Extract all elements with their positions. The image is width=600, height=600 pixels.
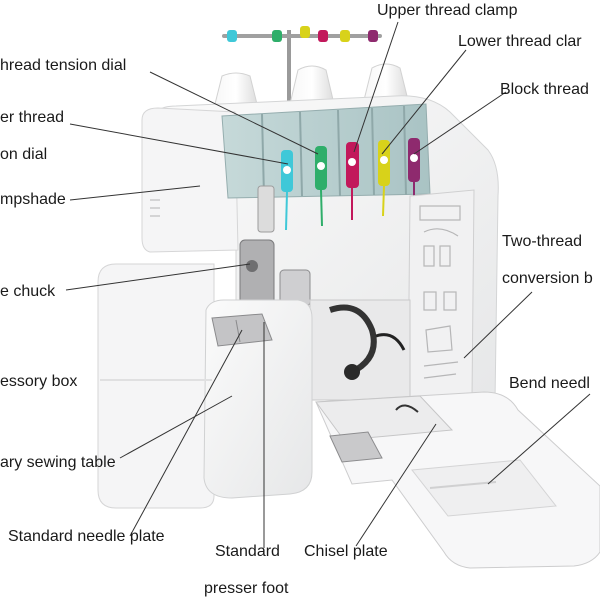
leader-auxiliary-table <box>119 395 233 459</box>
thread-stand <box>222 26 382 110</box>
label-auxiliary-sewing-table: ary sewing table <box>0 454 116 471</box>
leader-thread-tension-dial <box>149 71 319 155</box>
tension-dial-cyan[interactable] <box>281 150 293 192</box>
label-upper-thread-clamp: Upper thread clamp <box>377 2 518 19</box>
label-standard-needle-plate: Standard needle plate <box>8 528 165 545</box>
thread-guide-green-icon <box>272 30 282 42</box>
label-two-thread-line1: Two-thread <box>502 233 583 250</box>
leader-chisel-plate <box>355 423 437 547</box>
label-standard-presser-line1: Standard <box>215 543 280 560</box>
thread-guide-yellow2-icon <box>340 30 350 42</box>
leader-block-thread <box>413 91 507 155</box>
label-chisel-plate: Chisel plate <box>304 543 388 560</box>
leader-lower-thread-clamp <box>381 49 467 155</box>
thread-guide-purple-icon <box>368 30 378 42</box>
tension-dial-panel <box>221 103 431 199</box>
leader-lower-thread-dial <box>69 123 289 165</box>
label-block-thread: Block thread <box>500 81 589 98</box>
threading-guide-panel <box>407 189 475 403</box>
leader-needle-chuck <box>65 263 251 291</box>
thread-guide-cyan-icon <box>227 30 237 42</box>
label-lower-thread-clamp: Lower thread clar <box>458 33 582 50</box>
tension-dial-magenta[interactable] <box>346 142 359 188</box>
leader-bend-needle <box>487 393 591 485</box>
leader-two-thread-converter <box>463 291 533 359</box>
label-standard-presser-line2: presser foot <box>204 580 289 597</box>
label-lower-thread-line1: er thread <box>0 109 65 126</box>
looper-area <box>309 299 411 401</box>
label-accessory-box: essory box <box>0 373 78 390</box>
front-cover-open <box>315 391 600 569</box>
leader-upper-thread-clamp <box>353 21 399 153</box>
tension-dial-yellow[interactable] <box>378 140 390 186</box>
label-bend-needle: Bend needl <box>509 375 590 392</box>
auxiliary-sewing-table <box>97 263 313 509</box>
leader-lampshade <box>69 185 201 201</box>
label-lampshade: mpshade <box>0 191 66 208</box>
label-thread-tension-dial: hread tension dial <box>0 57 127 74</box>
label-lower-thread-line2: on dial <box>0 146 48 163</box>
tension-dial-purple[interactable] <box>408 138 420 182</box>
thread-guide-yellow-icon <box>300 26 310 38</box>
thread-cones <box>213 63 409 109</box>
thread-guide-magenta-icon <box>318 30 328 42</box>
tension-dial-green[interactable] <box>315 146 327 190</box>
label-two-thread-line2: conversion b <box>502 270 593 287</box>
leader-lines <box>65 21 591 548</box>
leader-needle-plate <box>129 329 243 537</box>
label-needle-chuck: e chuck <box>0 283 56 300</box>
